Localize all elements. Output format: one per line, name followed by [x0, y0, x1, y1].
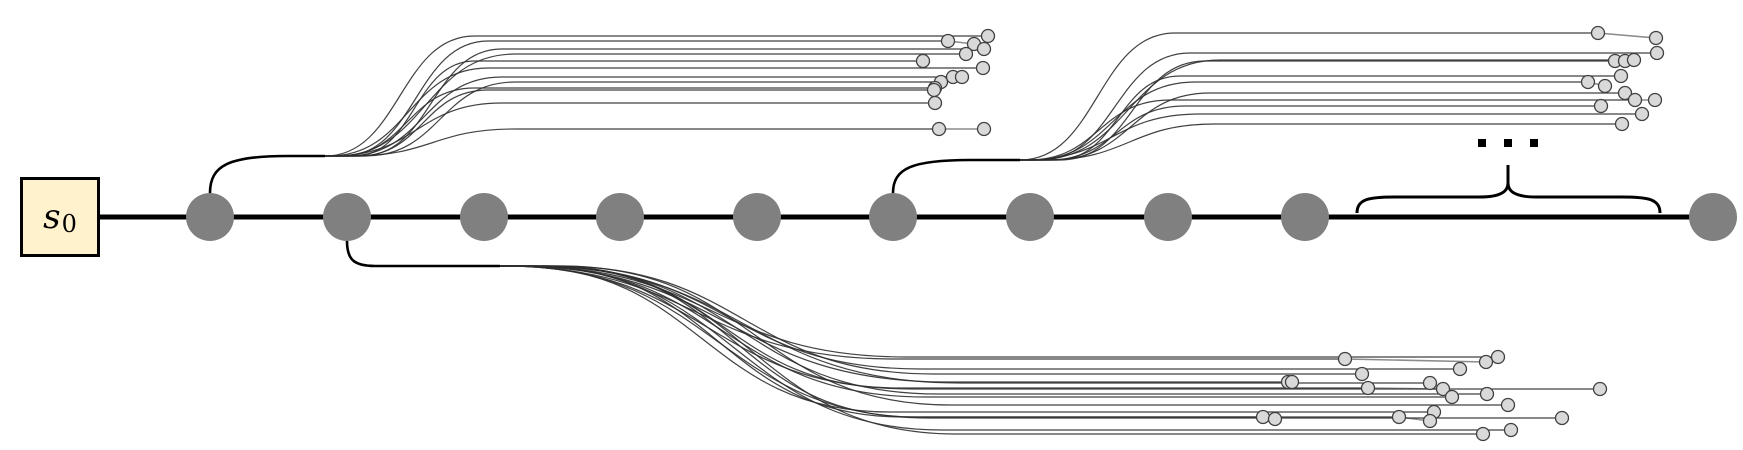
start-state-symbol: s	[43, 197, 61, 237]
rollout-path	[325, 76, 953, 157]
rollout-path	[1020, 113, 1642, 161]
rollout-path	[325, 81, 941, 157]
leaf-node	[940, 33, 956, 49]
leaf-node	[1597, 78, 1613, 94]
leaf-node	[1267, 411, 1283, 427]
state-node	[1281, 193, 1329, 241]
leaf-node	[927, 95, 943, 111]
leaf-node	[1554, 410, 1570, 426]
state-node	[186, 193, 234, 241]
leaf-node	[1592, 381, 1608, 397]
rollout-path	[325, 89, 934, 157]
leaf-node	[1500, 397, 1516, 413]
branch-root-path	[208, 154, 325, 194]
ellipsis-dot	[1504, 139, 1512, 147]
main-trajectory-layer	[100, 165, 1737, 241]
leaf-node	[976, 121, 992, 137]
start-state-box: s 0	[20, 177, 100, 257]
state-node	[869, 193, 917, 241]
leaf-node	[980, 28, 996, 44]
leaf-node	[1503, 422, 1519, 438]
leaf-node	[1634, 106, 1650, 122]
lower-branch	[345, 240, 1600, 435]
leaf-node	[1444, 389, 1460, 405]
branch-root-path	[891, 158, 1020, 194]
upper-left-branch	[208, 35, 988, 194]
leaf-node	[1626, 52, 1642, 68]
leaf-node	[1391, 409, 1407, 425]
branch-root-path	[345, 240, 500, 268]
rollout-path	[1020, 75, 1621, 161]
rollout-path	[325, 53, 966, 157]
leaf-node	[1648, 30, 1664, 46]
leaf-node	[1435, 381, 1451, 397]
leaf-node	[1590, 25, 1606, 41]
rollout-path	[500, 265, 1600, 390]
leaf-node	[926, 82, 942, 98]
rollout-path	[325, 67, 983, 157]
leaf-node	[1479, 386, 1495, 402]
state-node	[460, 193, 508, 241]
rollout-path	[325, 102, 935, 157]
state-node	[596, 193, 644, 241]
rollout-extension-line	[1344, 358, 1487, 363]
leaf-node	[976, 41, 992, 57]
leaf-node	[1490, 349, 1506, 365]
rollout-path	[1020, 99, 1635, 161]
leaf-node	[1354, 366, 1370, 382]
rollout-path	[1019, 32, 1598, 161]
ellipsis-dots	[1478, 139, 1538, 147]
rollout-path	[500, 265, 1487, 395]
ellipsis-dot	[1478, 139, 1486, 147]
state-node	[1006, 193, 1054, 241]
leaf-node	[1614, 116, 1630, 132]
rollout-path	[500, 265, 1562, 419]
state-node	[323, 193, 371, 241]
leaf-node	[1478, 354, 1494, 370]
leaf-node	[1627, 92, 1643, 108]
leaf-node	[1647, 92, 1663, 108]
rollout-path	[1020, 81, 1588, 161]
rollout-path	[500, 265, 1483, 435]
leaf-node	[1284, 374, 1300, 390]
rollout-extension-line	[1597, 32, 1657, 39]
rollout-path	[500, 265, 1452, 398]
state-node	[1689, 193, 1737, 241]
start-state-subscript: 0	[61, 210, 77, 238]
leaf-node	[915, 53, 931, 69]
leaf-node	[931, 121, 947, 137]
leaf-node	[1649, 45, 1665, 61]
rollout-path	[324, 35, 988, 157]
leaf-node	[975, 60, 991, 76]
leaf-node	[1593, 98, 1609, 114]
leaf-node	[1422, 413, 1438, 429]
upper-right-branch	[891, 32, 1657, 194]
state-node	[1144, 193, 1192, 241]
leaf-node	[1475, 426, 1491, 442]
leaf-node	[1613, 68, 1629, 84]
rollout-path	[325, 128, 939, 157]
leaf-node	[954, 69, 970, 85]
rollout-path	[500, 265, 1508, 406]
leaf-node	[1337, 351, 1353, 367]
leaf-node	[958, 46, 974, 62]
state-node	[733, 193, 781, 241]
branches-layer	[208, 32, 1657, 435]
leaf-node	[1617, 85, 1633, 101]
rollout-path	[500, 265, 1498, 358]
ellipsis-dot	[1530, 139, 1538, 147]
leaf-node	[1580, 74, 1596, 90]
curly-brace	[1355, 165, 1662, 214]
leaf-node	[1452, 361, 1468, 377]
leaf-node	[1422, 375, 1438, 391]
leaf-node	[1360, 380, 1376, 396]
leaves-layer	[915, 25, 1665, 442]
rollout-path	[1020, 123, 1622, 161]
leaf-node	[1255, 409, 1271, 425]
